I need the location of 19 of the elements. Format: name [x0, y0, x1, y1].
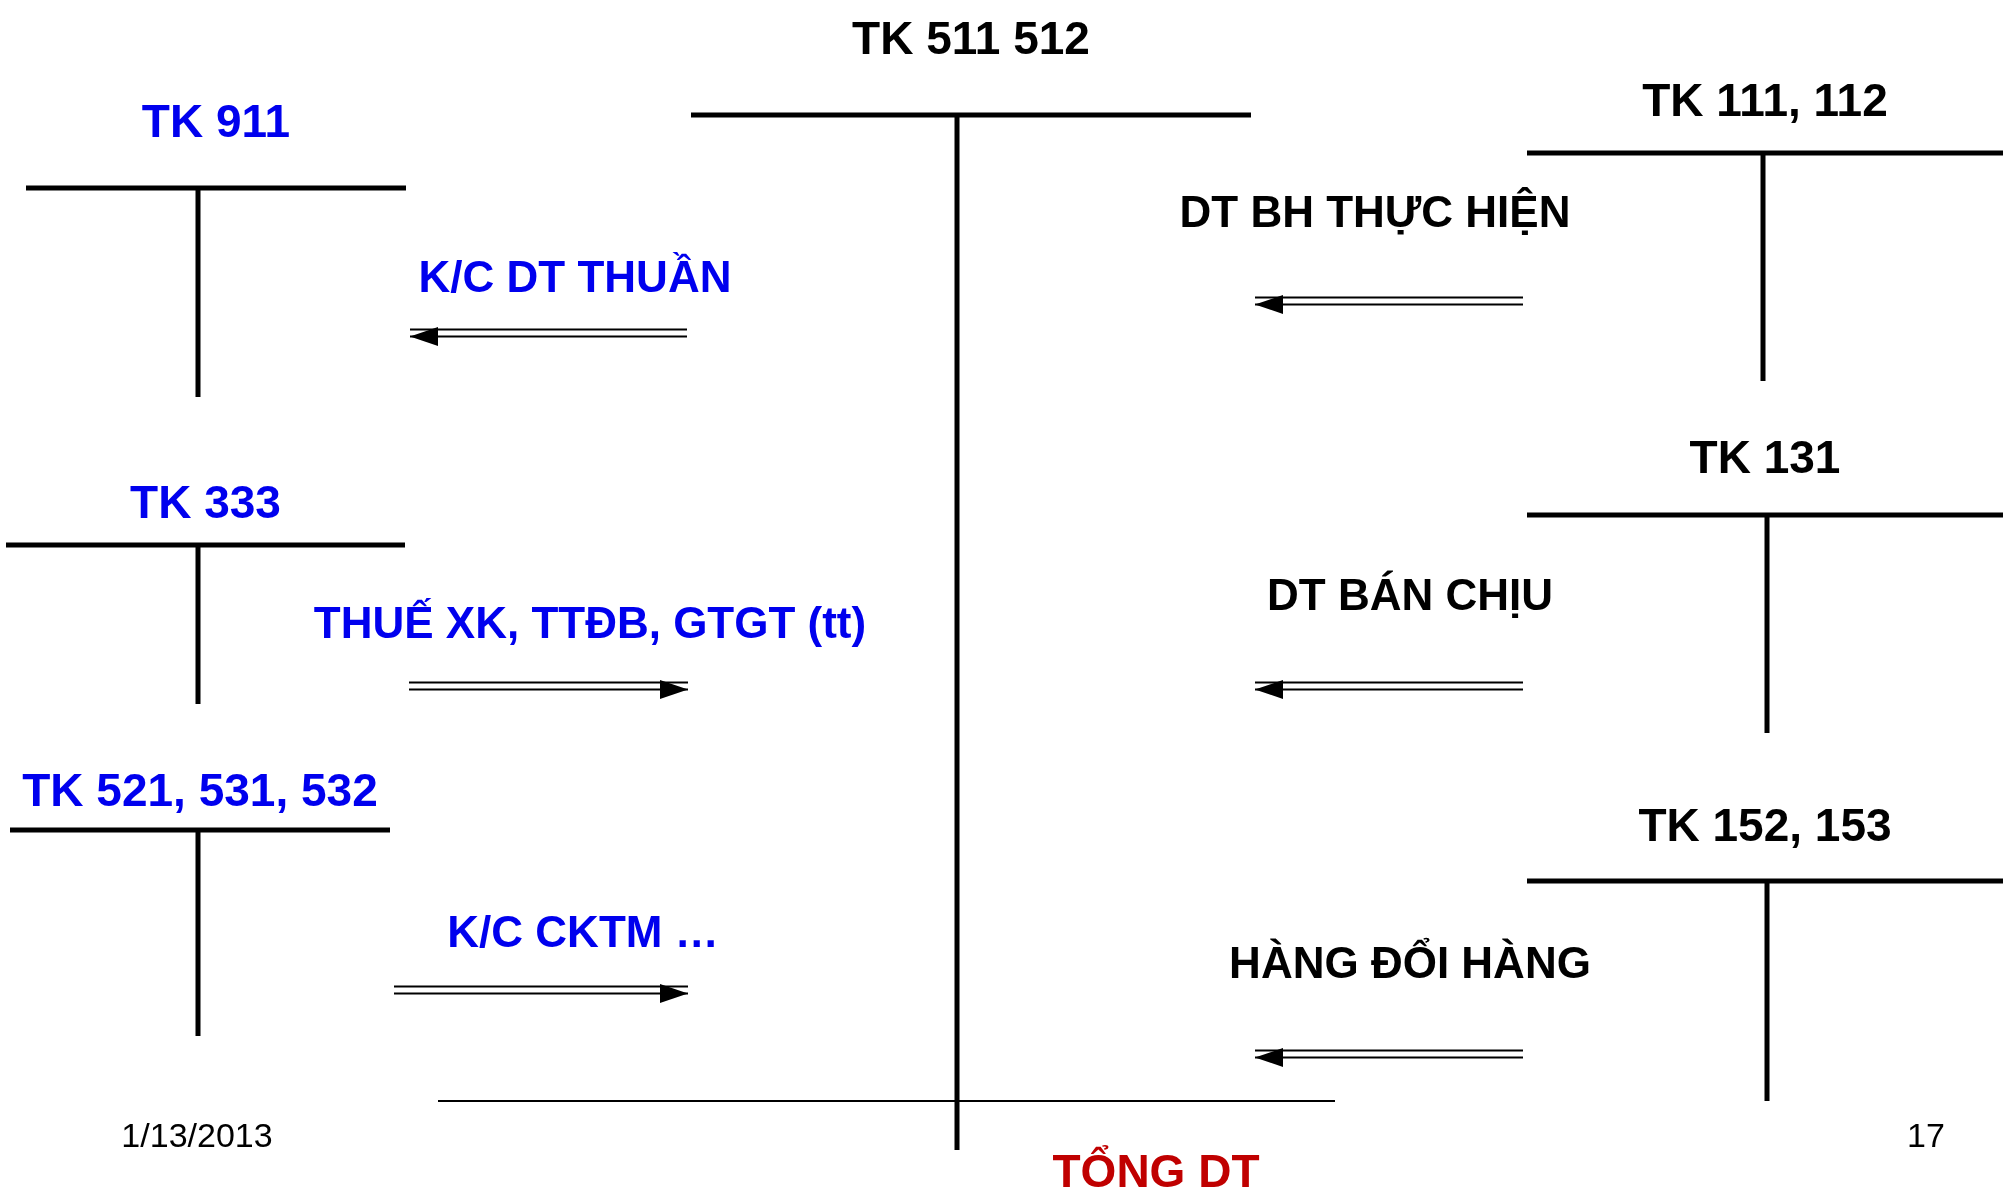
total-label: TỔNG DT — [1052, 1144, 1260, 1192]
double-arrow — [409, 327, 688, 346]
double-arrow — [1254, 295, 1524, 314]
account-title: TK 511 512 — [851, 12, 1091, 64]
account-title: TK 333 — [129, 476, 282, 528]
account-title: TK 111, 112 — [1641, 74, 1889, 126]
account-title: TK 131 — [1688, 431, 1842, 483]
account-title: TK 911 — [140, 95, 292, 147]
account-title: TK 521, 531, 532 — [21, 764, 379, 816]
edge-label: DT BÁN CHỊU — [1267, 570, 1553, 620]
edge-label: DT BH THỰC HIỆN — [1179, 187, 1571, 237]
account-title: TK 152, 153 — [1637, 799, 1893, 851]
double-arrow — [1254, 1048, 1524, 1067]
double-arrow — [393, 984, 689, 1003]
page-number: 17 — [1907, 1116, 1945, 1155]
double-arrow — [1254, 680, 1524, 699]
edge-label: THUẾ XK, TTĐB, GTGT (tt) — [313, 598, 867, 648]
double-arrow — [408, 680, 689, 699]
date-footer: 1/13/2013 — [121, 1116, 273, 1155]
